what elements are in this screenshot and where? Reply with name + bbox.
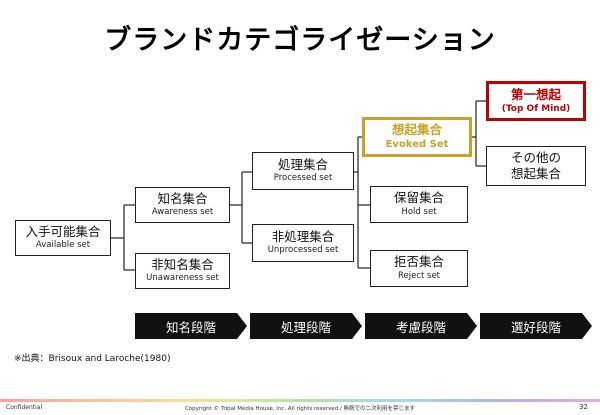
unprocessed-set-label: 非処理集合 (271, 228, 335, 244)
available-set-sublabel: Available set (35, 240, 91, 251)
stage-preference: 選好段階 (480, 313, 592, 339)
awareness-set-box: 知名集合 Awareness set (135, 187, 230, 223)
other-evoked-line2: 想起集合 (510, 166, 561, 181)
evoked-set-box: 想起集合 Evoked Set (362, 117, 472, 157)
other-evoked-line1: その他の (510, 150, 561, 166)
unprocessed-set-box: 非処理集合 Unprocessed set (252, 224, 354, 262)
stage-processing: 処理段階 (250, 313, 362, 339)
processed-set-box: 処理集合 Processed set (252, 152, 354, 190)
reject-set-label: 拒否集合 (393, 254, 444, 270)
processed-set-label: 処理集合 (277, 156, 328, 172)
stage-awareness: 知名段階 (135, 313, 247, 339)
hold-set-box: 保留集合 Hold set (370, 186, 468, 223)
top-of-mind-box: 第一想起 (Top Of Mind) (486, 81, 586, 121)
footer-color-bar (0, 399, 600, 402)
stage-consideration: 考慮段階 (365, 313, 477, 339)
hold-set-label: 保留集合 (393, 190, 444, 206)
unawareness-set-label: 非知名集合 (151, 256, 214, 272)
available-set-label: 入手可能集合 (25, 223, 101, 239)
unawareness-set-sublabel: Unawareness set (146, 273, 219, 284)
evoked-set-label: 想起集合 (391, 122, 442, 138)
unawareness-set-box: 非知名集合 Unawareness set (135, 253, 230, 289)
awareness-set-label: 知名集合 (157, 190, 208, 206)
unprocessed-set-sublabel: Unprocessed set (267, 245, 339, 256)
footer-confidential: Confidential (6, 404, 43, 411)
evoked-set-sublabel: Evoked Set (385, 139, 449, 151)
source-note: ※出典：Brisoux and Laroche(1980) (14, 354, 171, 364)
hold-set-sublabel: Hold set (401, 206, 437, 217)
reject-set-sublabel: Reject set (397, 270, 441, 281)
footer-copyright: Copyright © Tribal Media House, Inc. All… (184, 406, 416, 412)
top-of-mind-label: 第一想起 (510, 86, 561, 102)
reject-set-box: 拒否集合 Reject set (370, 250, 468, 287)
processed-set-sublabel: Processed set (273, 173, 333, 184)
top-of-mind-sublabel: (Top Of Mind) (501, 104, 571, 115)
page-title: ブランドカテゴライゼーション (104, 25, 496, 56)
other-evoked-set-box: その他の 想起集合 (486, 146, 586, 186)
page-number: 32 (579, 403, 588, 411)
awareness-set-sublabel: Awareness set (151, 207, 214, 218)
available-set-box: 入手可能集合 Available set (15, 220, 111, 256)
